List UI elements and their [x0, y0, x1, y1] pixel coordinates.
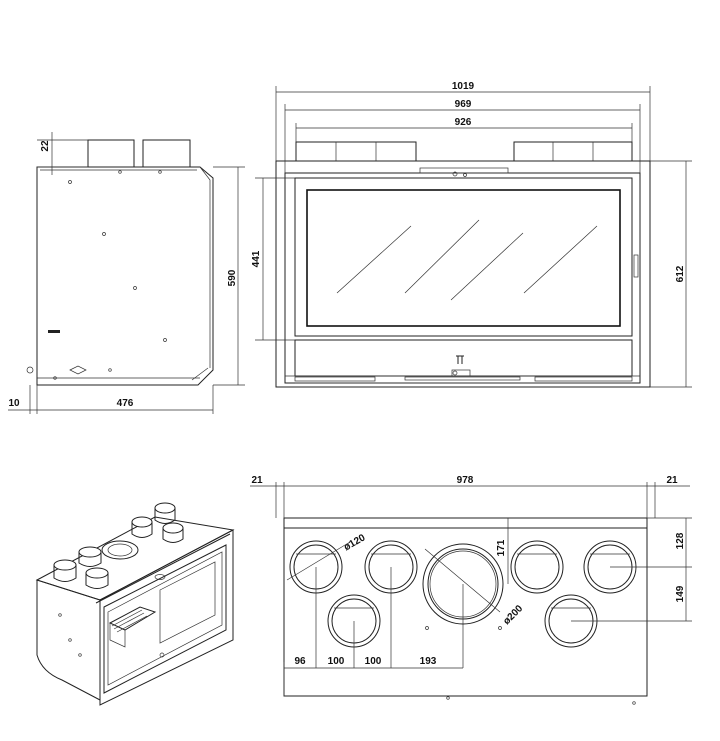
dim-overall-width: 1019 [452, 81, 475, 92]
dim-glass-height: 441 [251, 250, 262, 267]
dim-spacing-1: 96 [294, 656, 306, 667]
dim-side-base-offset: 10 [8, 398, 20, 409]
dim-front-offset: 128 [675, 532, 686, 549]
dim-spacing-4: 193 [420, 656, 437, 667]
dim-top-left-margin: 21 [251, 475, 263, 486]
dim-front-height: 612 [675, 265, 686, 282]
dim-top-offset: 22 [40, 140, 51, 152]
front-view: 1019 969 926 612 441 [251, 81, 692, 388]
top-view: 21 978 21 128 149 171 ø120 ø200 96 100 1… [250, 475, 692, 705]
dim-top-width: 978 [457, 475, 474, 486]
dim-spacing-2: 100 [328, 656, 345, 667]
dim-spacing-3: 100 [365, 656, 382, 667]
isometric-view [35, 502, 235, 706]
side-view: 22 590 10 476 [8, 132, 245, 414]
dim-inner-width: 926 [455, 117, 472, 128]
dim-row-spacing: 149 [675, 585, 686, 602]
dim-large-diameter: ø200 [501, 603, 525, 627]
dim-top-right-margin: 21 [666, 475, 678, 486]
dim-side-height: 590 [227, 269, 238, 286]
dim-center-offset: 171 [496, 539, 507, 556]
dim-small-diameter: ø120 [342, 532, 368, 553]
dim-side-depth: 476 [117, 398, 134, 409]
dim-mid-width: 969 [455, 99, 472, 110]
